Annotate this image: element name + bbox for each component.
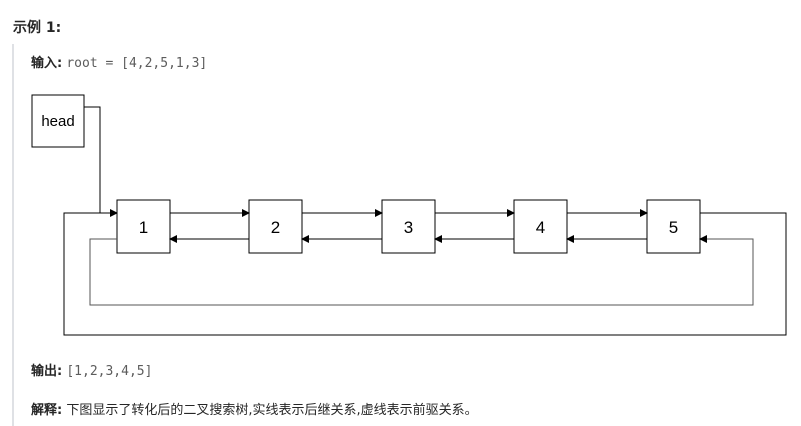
head-label: head <box>41 113 74 130</box>
circular-successor-loop <box>63 212 787 336</box>
node-label-4: 4 <box>536 218 545 237</box>
list-node-5: 5 <box>646 199 701 254</box>
output-label: 输出: <box>31 364 63 379</box>
example-title: 示例 1: <box>13 20 62 36</box>
head-pointer-line <box>84 106 118 217</box>
node-label-5: 5 <box>669 218 678 237</box>
explanation-text: 下图显示了转化后的二叉搜索树,实线表示后继关系,虚线表示前驱关系。 <box>66 403 478 418</box>
input-label: 输入: <box>31 56 63 71</box>
list-node-3: 3 <box>381 199 436 254</box>
example-block <box>12 44 801 426</box>
input-value: root = [4,2,5,1,3] <box>66 56 208 71</box>
circular-predecessor-loop <box>89 235 754 306</box>
output-line: 输出: [1,2,3,4,5] <box>31 362 152 382</box>
node-label-2: 2 <box>271 218 280 237</box>
list-node-1: 1 <box>116 199 171 254</box>
explanation-label: 解释: <box>31 403 63 418</box>
input-line: 输入: root = [4,2,5,1,3] <box>31 54 207 74</box>
output-value: [1,2,3,4,5] <box>66 364 153 379</box>
explanation-line: 解释: 下图显示了转化后的二叉搜索树,实线表示后继关系,虚线表示前驱关系。 <box>31 401 478 421</box>
head-node: head <box>31 94 85 148</box>
list-node-2: 2 <box>248 199 303 254</box>
node-label-3: 3 <box>404 218 413 237</box>
list-node-4: 4 <box>513 199 568 254</box>
node-label-1: 1 <box>139 218 148 237</box>
